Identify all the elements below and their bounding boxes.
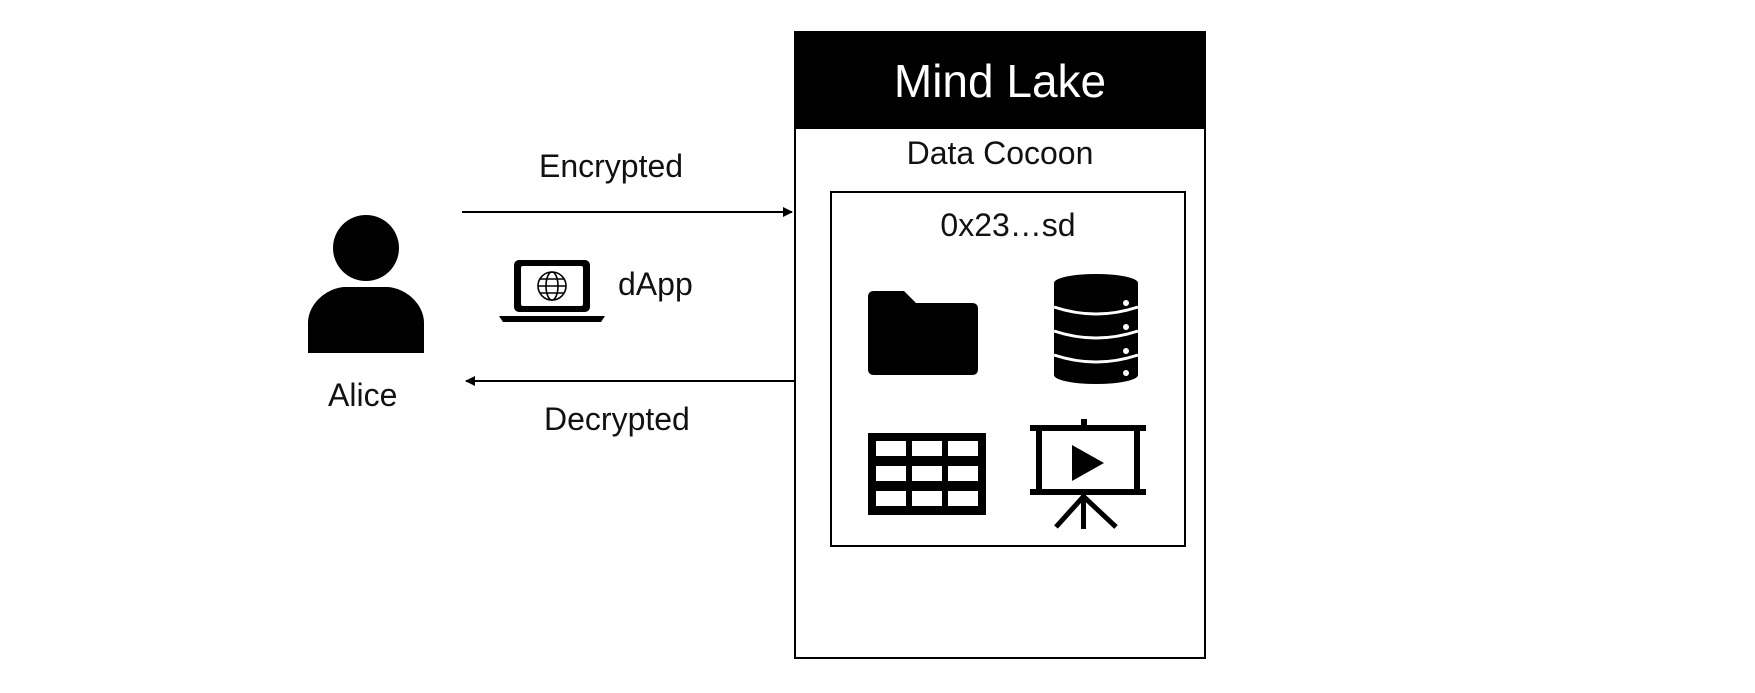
mind-lake-box: Mind Lake Data Cocoon 0x23…sd [794,31,1206,659]
table-icon [868,433,986,515]
person-icon [308,215,424,353]
encrypted-label: Encrypted [539,148,684,184]
presentation-icon [1030,419,1146,529]
data-cocoon-title: Data Cocoon [906,135,1094,171]
decrypted-label: Decrypted [544,401,690,437]
user-name-label: Alice [328,377,398,413]
dapp-label: dApp [618,266,693,302]
cocoon-address: 0x23…sd [940,207,1076,243]
folder-icon [868,291,978,375]
data-cocoon-box: 0x23…sd [830,191,1186,547]
mind-lake-title: Mind Lake [796,33,1204,129]
database-icon [1053,274,1139,384]
laptop-globe-icon [499,260,605,322]
